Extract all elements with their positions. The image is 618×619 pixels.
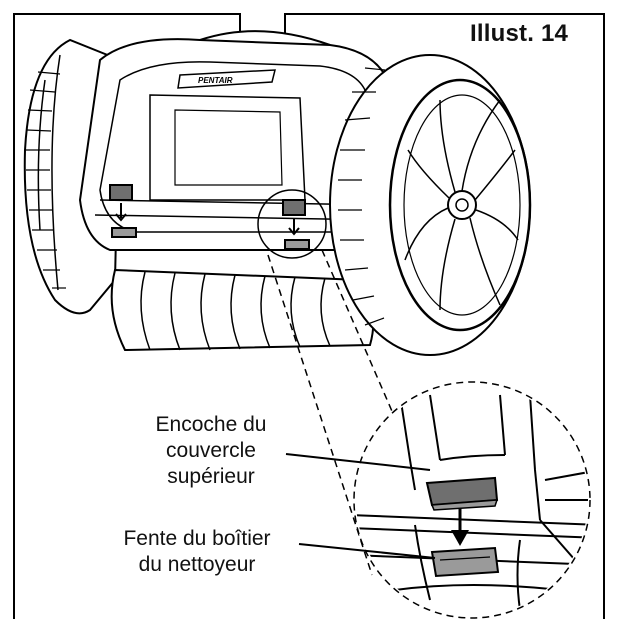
right-wheel (329, 54, 532, 356)
lid-notch-label-line-2: couvercle (166, 439, 256, 462)
lid-notch-label: Encoche du couvercle supérieur (140, 412, 282, 490)
detail-zoom (353, 381, 591, 619)
illustration-title: Illust. 14 (470, 20, 569, 47)
housing-slot-label-line-1: Fente du boîtier (123, 527, 271, 550)
illustration-frame (13, 13, 605, 619)
housing-slot (430, 546, 500, 578)
arrow-head-icon (451, 530, 469, 546)
housing-slot-leader-line (298, 543, 436, 559)
zoom-lead-lines (267, 249, 399, 576)
lid-notch-label-line-3: supérieur (167, 465, 255, 488)
housing-slot-label-line-2: du nettoyeur (138, 553, 256, 576)
lid-notch-leader-line (285, 453, 431, 471)
lid-notch-label-line-1: Encoche du (155, 413, 267, 436)
housing-slot-label: Fente du boîtier du nettoyeur (97, 526, 297, 578)
roller-brush (110, 268, 375, 352)
brand-logo: PENTAIR (198, 76, 233, 85)
